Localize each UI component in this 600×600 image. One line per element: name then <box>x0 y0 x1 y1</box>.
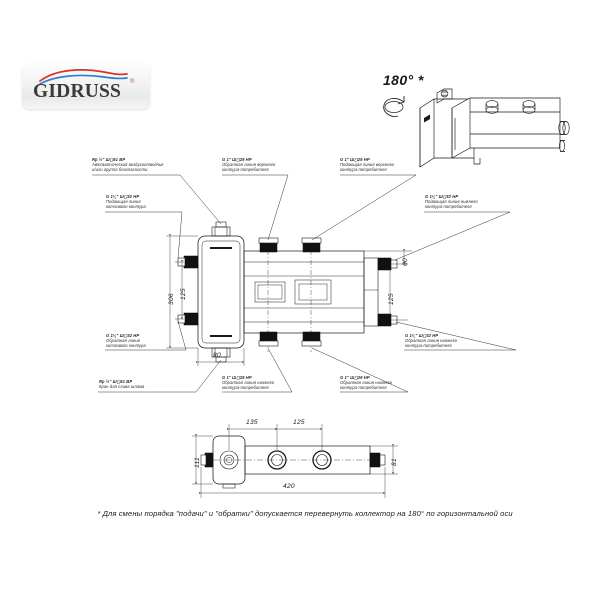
footnote-text: * Для смены порядка "подачи" и "обратки"… <box>97 509 513 518</box>
callout-upper-circuit-return-line3: контура-потребителя <box>222 166 269 172</box>
rotation-arrow-icon <box>383 96 405 117</box>
leader-lines <box>92 174 517 393</box>
callout-upper-circuit-return: G 1" Ш◻29 НР Обратная линия верхнего кон… <box>222 157 276 172</box>
callout-boiler-return-line1: G 1¼" Ш◻32 НР <box>106 333 140 338</box>
callout-lower-circuit-return-right-line1: G 1" Ш◻29 НР <box>340 375 370 380</box>
callout-sludge-drain: Rp ½" Ш◻51 ВР Кран для слива шлама <box>99 379 145 390</box>
callout-lower-circuit-return-far-line3: контура-потребителя <box>405 342 452 348</box>
dim-overall-height: 306 <box>168 293 175 305</box>
callout-upper-circuit-supply-line1: G 1" Ш◻29 НР <box>340 157 370 162</box>
dim-port-spacing-2: 125 <box>293 419 305 426</box>
rotation-angle-label: 180° * <box>383 72 424 88</box>
callout-lower-circuit-supply-line3: контура-потребителя <box>425 203 472 209</box>
logo-registered-mark: ® <box>130 79 135 85</box>
callout-air-vent-line1: Rp ½" Ш◻51 ВР <box>92 157 126 162</box>
callout-air-vent-line2: Автоматический воздухоотводчик <box>92 161 164 167</box>
callout-sludge-drain-line2: Кран для слива шлама <box>99 383 145 389</box>
callout-lower-circuit-return-left-line1: G 1" Ш◻29 НР <box>222 375 252 380</box>
callout-boiler-supply-line1: G 1¼" Ш◻32 НР <box>106 194 140 199</box>
callout-lower-circuit-return-far: G 1¼" Ш◻32 НР Обратная линия нижнего кон… <box>405 333 458 348</box>
front-view-dimensions <box>166 234 412 366</box>
gidruss-logo: GIDRUSS ® <box>22 63 150 109</box>
callout-upper-circuit-supply-line2: Подающая линия верхнего <box>340 161 395 167</box>
logo-wordmark: GIDRUSS <box>33 81 122 102</box>
callout-lower-circuit-return-right-line2: Обратная линия нижнего <box>340 379 393 385</box>
callout-boiler-supply: G 1¼" Ш◻32 НР Подающая линия котлового к… <box>106 194 146 209</box>
callout-lower-circuit-return-right-line3: контура-потребителя <box>340 384 387 390</box>
callout-lower-circuit-return-far-line1: G 1¼" Ш◻32 НР <box>405 333 439 338</box>
callout-upper-circuit-supply-line3: контура-потребителя <box>340 166 387 172</box>
callout-lower-circuit-supply-line1: G 1¼" Ш◻32 НР <box>425 194 459 199</box>
callout-upper-circuit-supply: G 1" Ш◻29 НР Подающая линия верхнего кон… <box>340 157 395 172</box>
callout-lower-circuit-return-left-line3: контура-потребителя <box>222 384 269 390</box>
callout-lower-circuit-supply: G 1¼" Ш◻32 НР Подающая линия нижнего кон… <box>425 194 478 209</box>
callout-lower-circuit-return-right: G 1" Ш◻29 НР Обратная линия нижнего конт… <box>340 375 393 390</box>
dim-overall-length: 420 <box>283 483 295 490</box>
dim-right-spacing: 125 <box>388 293 395 305</box>
bottom-view-dimensions <box>192 424 398 498</box>
front-view <box>177 221 398 363</box>
callout-lower-circuit-return-left: G 1" Ш◻29 НР Обратная линия нижнего конт… <box>222 375 275 390</box>
logo-wave-icon <box>39 69 128 85</box>
callout-boiler-return-line2: Обратная линия <box>106 337 141 343</box>
callout-upper-circuit-return-line1: G 1" Ш◻29 НР <box>222 157 252 162</box>
dim-left-spacing: 125 <box>180 288 187 300</box>
dim-body-width: 80 <box>213 352 221 359</box>
dim-port-spacing-1: 135 <box>246 419 258 426</box>
dim-left-depth: 111 <box>194 457 201 468</box>
callout-boiler-supply-line3: котлового контура <box>106 203 146 209</box>
dim-right-depth: 81 <box>391 458 398 466</box>
callout-lower-circuit-supply-line2: Подающая линия нижнего <box>425 198 478 204</box>
callout-upper-circuit-return-line2: Обратная линия верхнего <box>222 161 276 167</box>
callout-lower-circuit-return-left-line2: Обратная линия нижнего <box>222 379 275 385</box>
callout-boiler-supply-line2: Подающая линия <box>106 198 141 204</box>
dim-right-top-offset: 60 <box>402 258 409 266</box>
callout-air-vent-line3: и/или группа безопасности <box>92 166 148 172</box>
callout-lower-circuit-return-far-line2: Обратная линия нижнего <box>405 337 458 343</box>
callout-sludge-drain-line1: Rp ½" Ш◻51 ВР <box>99 379 133 384</box>
callout-air-vent: Rp ½" Ш◻51 ВР Автоматический воздухоотво… <box>92 157 164 172</box>
callout-boiler-return: G 1¼" Ш◻32 НР Обратная линия котлового к… <box>106 333 146 348</box>
callout-boiler-return-line3: котлового контура <box>106 342 146 348</box>
bottom-view <box>200 435 386 489</box>
isometric-view <box>419 88 570 168</box>
